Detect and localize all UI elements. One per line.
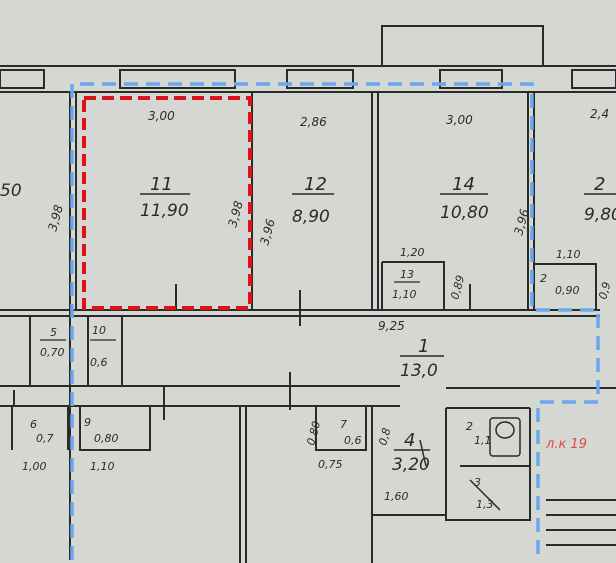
- room-number: 11: [150, 174, 173, 195]
- room-number: 12: [304, 174, 327, 195]
- room-area: 1,10: [392, 288, 417, 301]
- dimension-label: 0,8: [376, 427, 393, 447]
- apartment-boundary: [70, 82, 600, 560]
- dimension-label: 0,9: [596, 281, 613, 301]
- room-area: 50: [0, 181, 22, 201]
- room-number: 9: [84, 416, 91, 429]
- dimension-label: 1,10: [90, 460, 115, 473]
- walls: [0, 25, 616, 563]
- room-area: 13,0: [400, 361, 438, 381]
- staircase-label: л.к 19: [545, 437, 587, 452]
- room-area: 0,70: [40, 346, 65, 359]
- dimension-label: 3,96: [257, 217, 278, 247]
- sanitary-fixtures: [419, 417, 521, 511]
- room-area: 0,90: [555, 284, 580, 297]
- room-area: 0,80: [94, 432, 119, 445]
- room-number: 5: [50, 326, 57, 339]
- room-area: 0,6: [90, 356, 108, 369]
- dimension-label: 2,4: [590, 107, 609, 121]
- room-area: 8,90: [292, 207, 330, 227]
- dimension-label: 3,98: [45, 203, 66, 233]
- room-number: 6: [30, 418, 37, 431]
- room-area: 11,90: [140, 201, 189, 221]
- dimension-label: 0,75: [318, 458, 343, 471]
- dimension-label: 3,00: [446, 113, 473, 127]
- room-number: 7: [340, 418, 347, 431]
- dimension-label: 3,96: [511, 207, 532, 237]
- dimension-label: 1,00: [22, 460, 47, 473]
- dimension-label: 3,00: [148, 109, 175, 123]
- room-number: 2: [466, 420, 473, 433]
- room-number: 10: [92, 324, 106, 337]
- dimension-labels: 3,00 2,86 3,00 2,4 3,98 3,98 3,96 3,96 1…: [22, 107, 613, 503]
- dimension-label: 1,20: [400, 246, 425, 259]
- room-number: 2: [594, 174, 605, 195]
- dimension-label: 0,89: [448, 274, 467, 301]
- room-area: 10,80: [440, 203, 489, 223]
- dimension-label: 1,10: [556, 248, 581, 261]
- room-number: 4: [404, 430, 415, 451]
- room-number: 13: [400, 268, 414, 281]
- dimension-label: 2,86: [300, 115, 327, 129]
- selected-room-outline: [82, 96, 252, 310]
- dimension-label: 3,98: [225, 199, 246, 229]
- room-area: 1,1: [474, 434, 492, 447]
- room-labels: 50 11 11,90 12 8,90 14 10,80 2 9,80 13 1…: [0, 174, 616, 511]
- room-area: 1,3: [476, 498, 494, 511]
- room-area: 9,80: [584, 205, 616, 225]
- dimension-label: 9,25: [378, 319, 405, 333]
- room-number: 2: [540, 272, 547, 285]
- room-area: 3,20: [392, 455, 430, 475]
- room-number: 1: [418, 336, 429, 357]
- room-number: 3: [474, 476, 481, 489]
- dimension-label: 1,60: [384, 490, 409, 503]
- dimension-label: 0,80: [304, 420, 323, 447]
- room-area: 0,6: [344, 434, 362, 447]
- room-number: 14: [452, 174, 475, 195]
- room-area: 0,7: [36, 432, 54, 445]
